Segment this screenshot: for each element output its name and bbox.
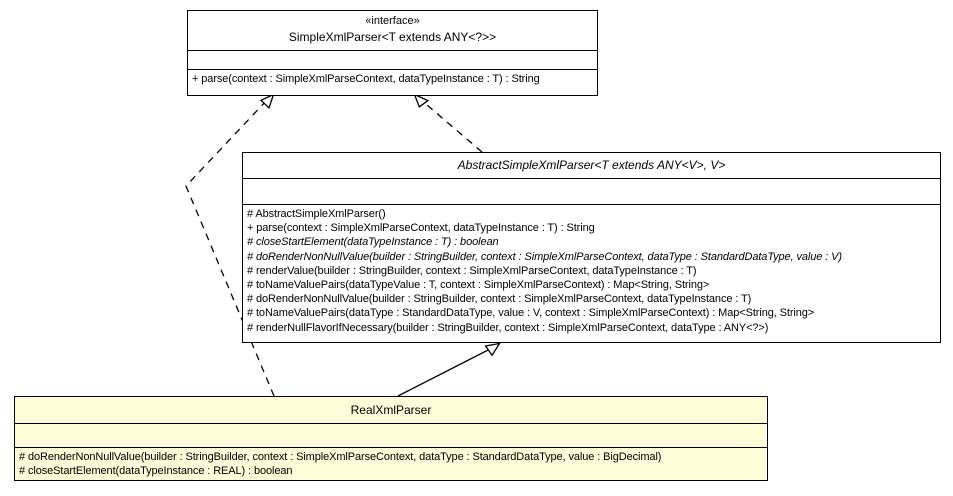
- class-name: AbstractSimpleXmlParser<T extends ANY<V>…: [457, 158, 726, 172]
- class-box-abstract-simple-xml-parser[interactable]: AbstractSimpleXmlParser<T extends ANY<V>…: [242, 152, 941, 343]
- operation-row: # closeStartElement(dataTypeInstance : T…: [247, 236, 499, 249]
- edge-real-extends-abstract: [397, 342, 501, 397]
- class-attributes-compartment: [243, 179, 940, 205]
- class-name: SimpleXmlParser<T extends ANY<?>>: [288, 30, 497, 44]
- operation-row: # doRenderNonNullValue(builder : StringB…: [247, 250, 842, 263]
- operation-row: # AbstractSimpleXmlParser(): [247, 208, 386, 220]
- class-attributes-compartment: [15, 424, 767, 448]
- class-title-compartment: «interface» SimpleXmlParser<T extends AN…: [188, 11, 597, 51]
- operation-row: + parse(context : SimpleXmlParseContext,…: [247, 222, 595, 235]
- class-name: RealXmlParser: [350, 403, 432, 417]
- operation-row: # toNameValuePairs(dataTypeValue : T, co…: [247, 279, 710, 292]
- class-operations-compartment: # doRenderNonNullValue(builder : StringB…: [15, 448, 767, 481]
- operation-row: # doRenderNonNullValue(builder : StringB…: [19, 451, 662, 463]
- operation-row: + parse(context : SimpleXmlParseContext,…: [192, 73, 540, 85]
- class-title-compartment: RealXmlParser: [15, 397, 767, 424]
- operation-row: # toNameValuePairs(dataType : StandardDa…: [247, 307, 815, 320]
- class-stereotype: «interface»: [365, 15, 420, 27]
- edge-abstract-realizes-interface: [413, 93, 483, 153]
- operation-row: # renderNullFlavorIfNecessary(builder : …: [247, 321, 769, 334]
- operation-row: # renderValue(builder : StringBuilder, c…: [247, 264, 697, 277]
- class-box-simple-xml-parser[interactable]: «interface» SimpleXmlParser<T extends AN…: [187, 10, 598, 96]
- class-attributes-compartment: [188, 51, 597, 70]
- class-operations-compartment: # AbstractSimpleXmlParser() + parse(cont…: [243, 205, 940, 338]
- operation-row: # doRenderNonNullValue(builder : StringB…: [247, 293, 752, 306]
- class-operations-compartment: + parse(context : SimpleXmlParseContext,…: [188, 70, 597, 89]
- class-title-compartment: AbstractSimpleXmlParser<T extends ANY<V>…: [243, 153, 940, 179]
- operation-row: # closeStartElement(dataTypeInstance : R…: [19, 465, 293, 478]
- class-box-real-xml-parser[interactable]: RealXmlParser # doRenderNonNullValue(bui…: [14, 396, 768, 481]
